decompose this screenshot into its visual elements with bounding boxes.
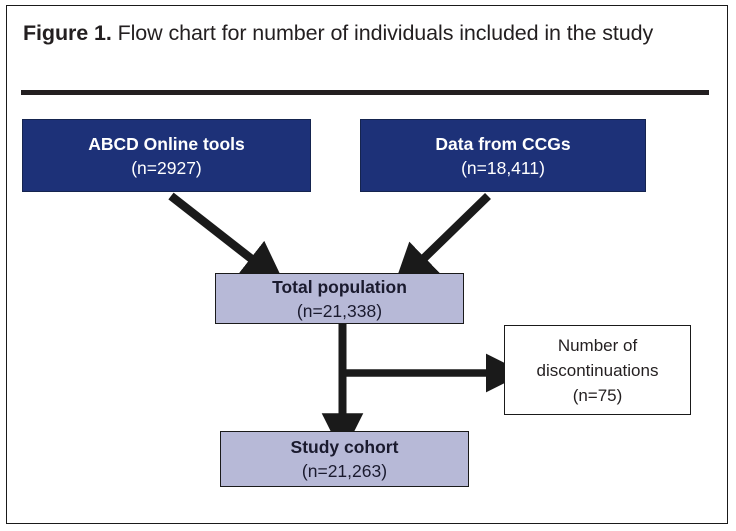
node-abcd-online-tools[interactable]: ABCD Online tools (n=2927): [22, 119, 311, 192]
node-discontinuations-label-line2: discontinuations: [536, 360, 659, 380]
node-study-cohort-count: (n=21,263): [301, 461, 388, 481]
node-abcd-online-tools-count: (n=2927): [131, 157, 202, 178]
node-study-cohort-label: Study cohort: [290, 437, 399, 457]
caption-divider-rule: [21, 90, 709, 95]
node-abcd-online-tools-label: ABCD Online tools: [88, 133, 245, 154]
node-study-cohort[interactable]: Study cohort (n=21,263): [220, 431, 469, 487]
node-total-population[interactable]: Total population (n=21,338): [215, 273, 464, 324]
figure-caption: Figure 1. Flow chart for number of indiv…: [23, 18, 693, 48]
node-data-from-ccgs[interactable]: Data from CCGs (n=18,411): [360, 119, 646, 192]
node-total-population-label: Total population: [272, 276, 407, 297]
figure-label: Figure 1.: [23, 21, 112, 45]
node-discontinuations-count: (n=75): [572, 385, 623, 405]
node-discontinuations-label-line1: Number of: [557, 335, 638, 355]
node-total-population-count: (n=21,338): [296, 300, 383, 321]
node-discontinuations[interactable]: Number of discontinuations (n=75): [504, 325, 691, 415]
node-data-from-ccgs-count: (n=18,411): [461, 157, 545, 178]
node-data-from-ccgs-label: Data from CCGs: [435, 133, 571, 154]
figure-caption-text: Flow chart for number of individuals inc…: [117, 21, 654, 45]
